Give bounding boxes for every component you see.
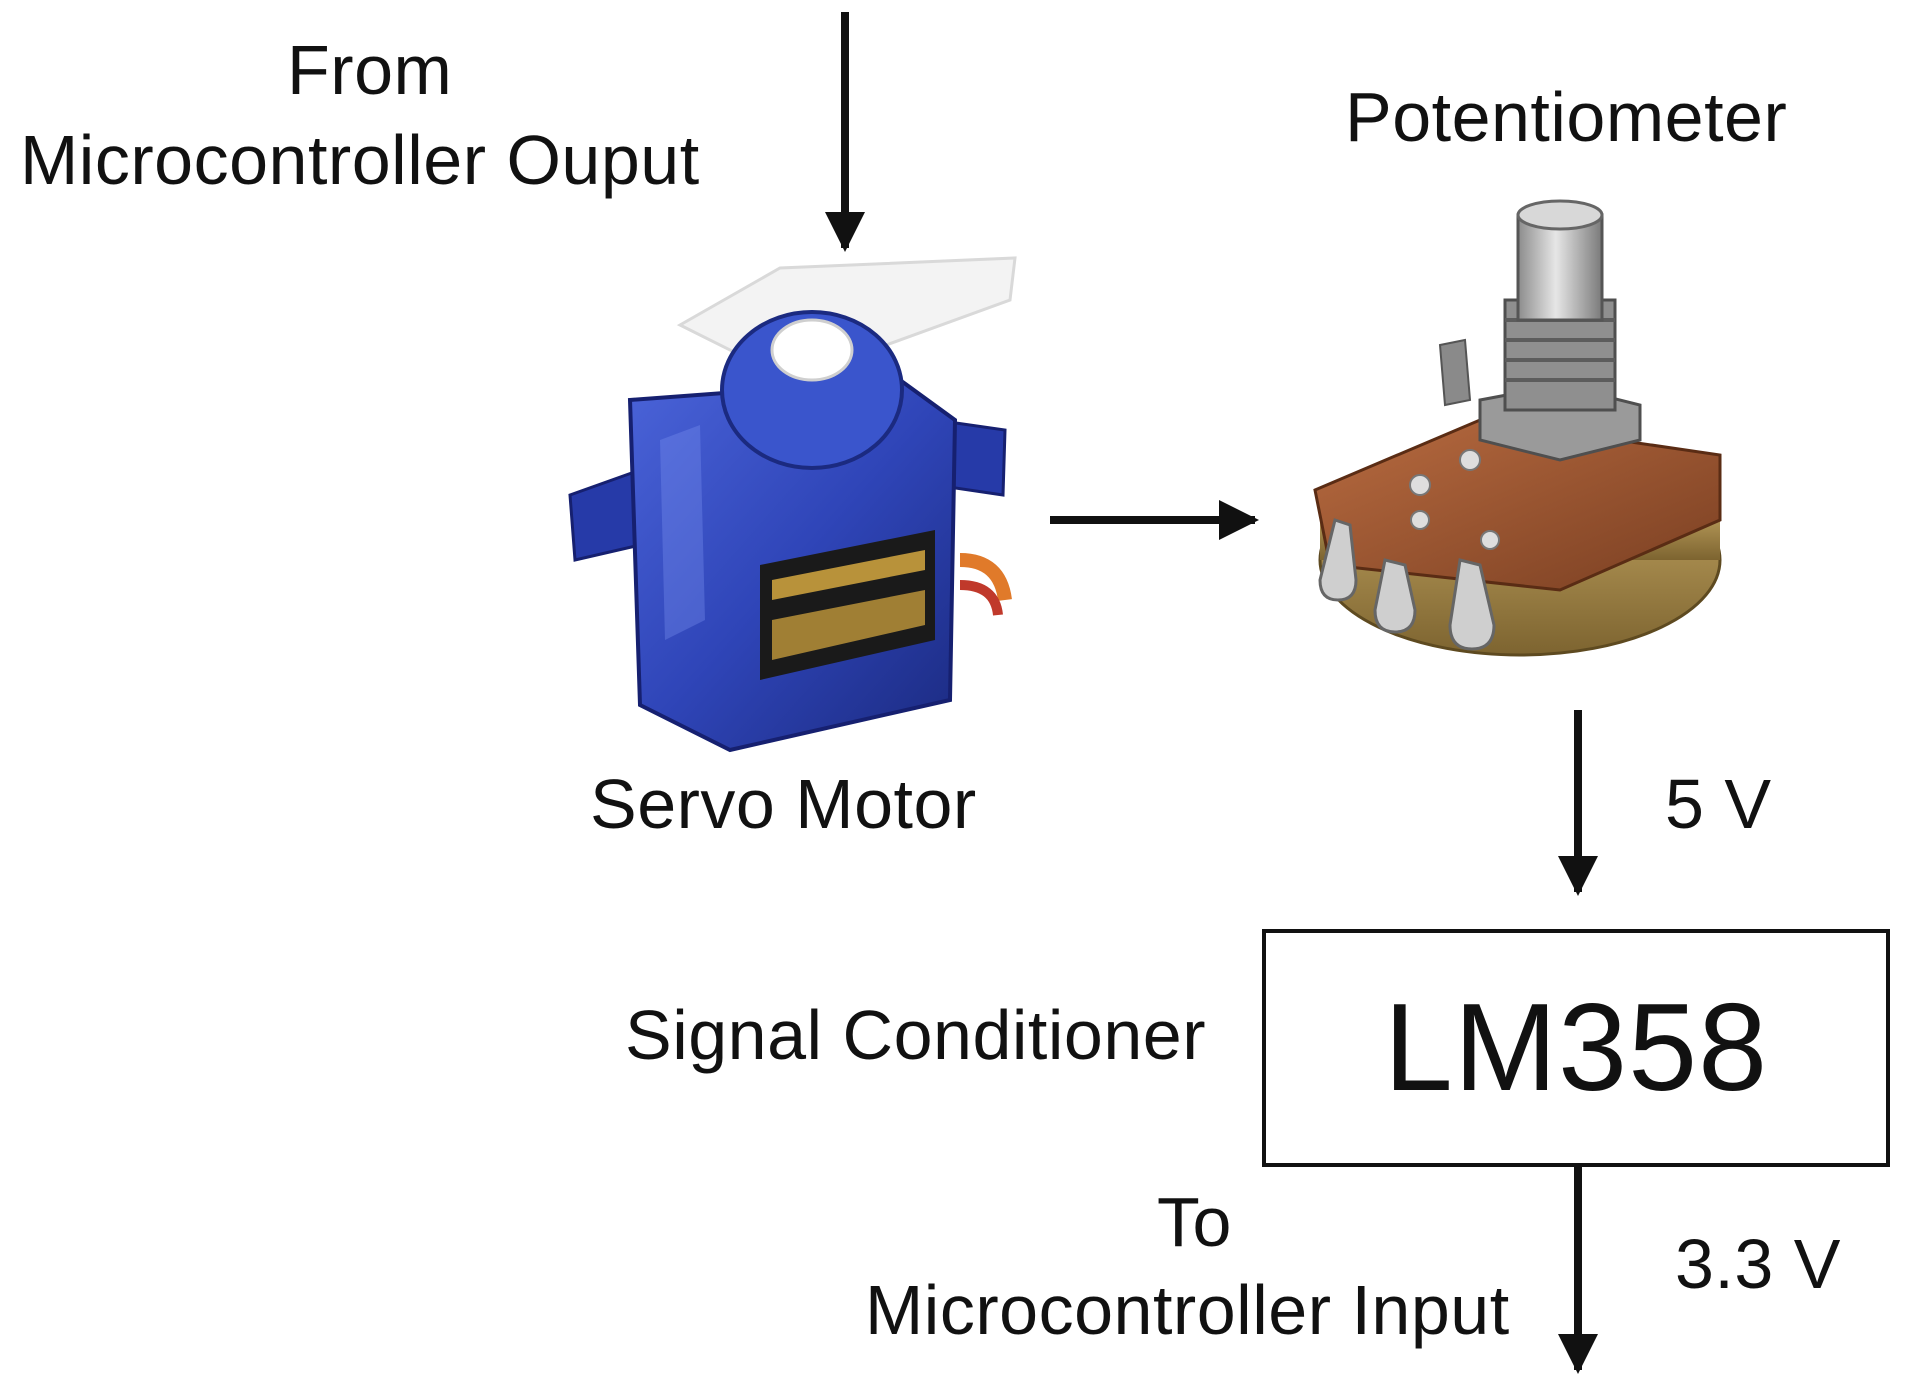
from-label-line1: From <box>287 31 453 109</box>
lm358-block: LM358 <box>1262 929 1890 1167</box>
to-label-line1: To <box>1157 1183 1232 1261</box>
input-voltage-label: 5 V <box>1665 765 1772 843</box>
to-label-line2: Microcontroller Input <box>865 1271 1510 1349</box>
signal-conditioner-label: Signal Conditioner <box>625 996 1207 1074</box>
output-voltage-label: 3.3 V <box>1675 1225 1841 1303</box>
potentiometer-icon <box>1313 199 1722 657</box>
lm358-label: LM358 <box>1383 979 1769 1117</box>
potentiometer-label: Potentiometer <box>1345 78 1788 156</box>
from-label-line2: Microcontroller Ouput <box>20 121 700 199</box>
servo-motor-label: Servo Motor <box>590 765 977 843</box>
servo-motor-icon <box>568 256 1017 753</box>
